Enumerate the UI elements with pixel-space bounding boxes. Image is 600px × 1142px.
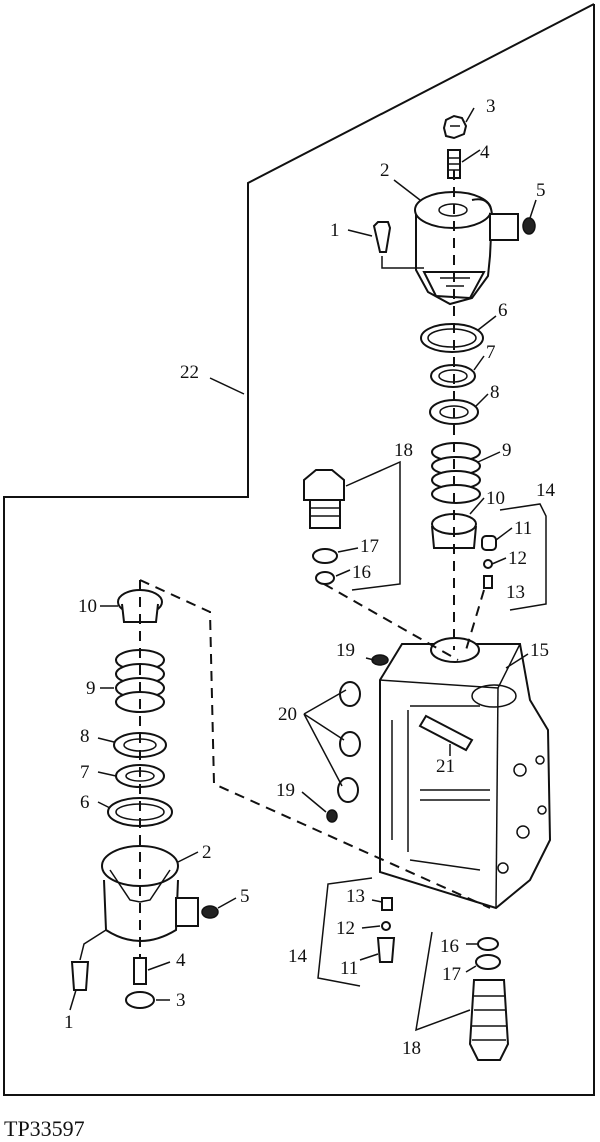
callout-13-lower: 13 [346, 886, 365, 907]
callout-4-upper: 4 [480, 142, 490, 163]
spring-upper [431, 442, 481, 504]
callout-2-lower: 2 [202, 842, 212, 863]
o-ring-20c [337, 777, 359, 803]
callout-19-upper: 19 [336, 640, 355, 661]
group-outline [3, 3, 595, 1096]
valve-body-15 [379, 637, 552, 910]
callout-10-lower: 10 [78, 596, 97, 617]
cap-nut-upper [442, 114, 468, 140]
callout-20: 20 [278, 704, 297, 725]
callout-17-upper: 17 [360, 536, 379, 557]
o-ring-20b [339, 731, 361, 757]
callout-6-upper: 6 [498, 300, 508, 321]
callout-6-lower: 6 [80, 792, 90, 813]
callout-12-upper: 12 [508, 548, 527, 569]
callout-21: 21 [436, 756, 455, 777]
callout-15: 15 [530, 640, 549, 661]
plug-lower [201, 905, 219, 919]
callout-11-upper: 11 [514, 518, 532, 539]
callout-16-upper: 16 [352, 562, 371, 583]
fitting-lower [70, 929, 107, 991]
callout-19-lower: 19 [276, 780, 295, 801]
cap-nut-lower [125, 991, 155, 1009]
callout-5-lower: 5 [240, 886, 250, 907]
callout-7-upper: 7 [486, 342, 496, 363]
callout-1-lower: 1 [64, 1012, 74, 1033]
callout-13-upper: 13 [506, 582, 525, 603]
callout-17-lower: 17 [442, 964, 461, 985]
plug-19-lower [326, 809, 338, 823]
valve-housing-upper [414, 191, 519, 306]
callout-9-upper: 9 [502, 440, 512, 461]
callout-11-lower: 11 [340, 958, 358, 979]
plug-upper [522, 217, 536, 235]
callout-4-lower: 4 [176, 950, 186, 971]
detent-parts-lower [376, 897, 396, 963]
callout-22: 22 [180, 362, 199, 383]
stud-lower [133, 957, 147, 985]
callout-8-lower: 8 [80, 726, 90, 747]
pin-21 [418, 714, 474, 752]
fitting-upper [372, 221, 424, 269]
relief-valve-upper [303, 469, 345, 585]
figure-reference: TP33597 [4, 1116, 85, 1141]
callout-18-upper: 18 [394, 440, 413, 461]
callout-16-lower: 16 [440, 936, 459, 957]
o-ring-6-upper [420, 323, 484, 353]
callout-7-lower: 7 [80, 762, 90, 783]
callout-1-upper: 1 [330, 220, 340, 241]
callout-3-upper: 3 [486, 96, 496, 117]
callout-9-lower: 9 [86, 678, 96, 699]
callout-14-lower: 14 [288, 946, 308, 967]
o-ring-20a [339, 681, 361, 707]
plug-19-upper [371, 654, 389, 666]
relief-valve-lower [468, 937, 510, 1061]
callout-14-upper: 14 [536, 480, 556, 501]
callout-10-upper: 10 [486, 488, 505, 509]
callout-18-lower: 18 [402, 1038, 421, 1059]
callout-8-upper: 8 [490, 382, 500, 403]
callout-3-lower: 3 [176, 990, 186, 1011]
callout-12-lower: 12 [336, 918, 355, 939]
callout-2-upper: 2 [380, 160, 390, 181]
valve-housing-lower [101, 845, 199, 942]
detent-parts-upper [481, 535, 497, 589]
callout-5-upper: 5 [536, 180, 546, 201]
